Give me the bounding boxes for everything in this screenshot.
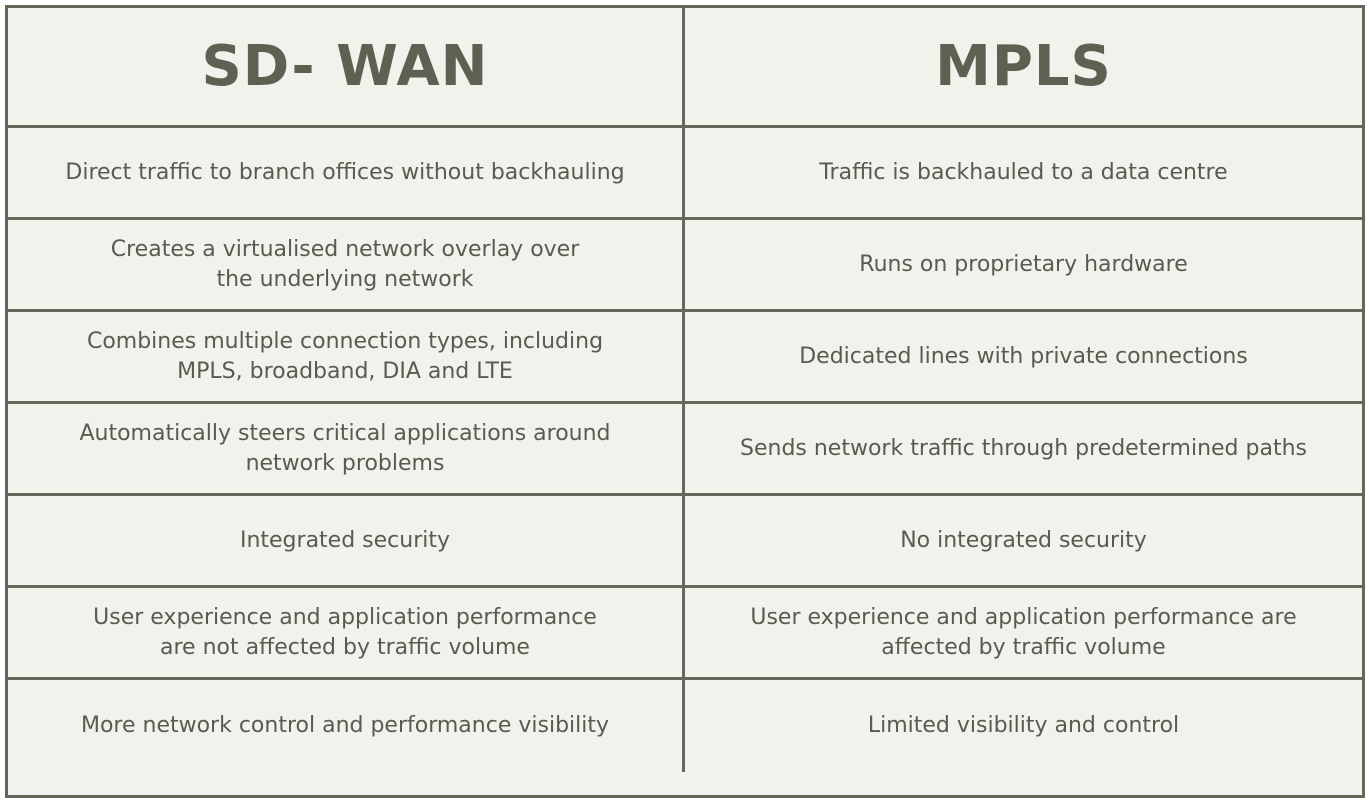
sd-wan-cell-5: Integrated security <box>8 496 685 588</box>
comparison-table: SD- WAN MPLS Direct traffic to branch of… <box>5 5 1365 798</box>
header-sd-wan: SD- WAN <box>8 8 685 128</box>
mpls-cell-1: Traffic is backhauled to a data centre <box>685 128 1362 220</box>
header-mpls: MPLS <box>685 8 1362 128</box>
sd-wan-cell-4: Automatically steers critical applicatio… <box>8 404 685 496</box>
sd-wan-cell-1: Direct traffic to branch offices without… <box>8 128 685 220</box>
mpls-cell-3: Dedicated lines with private connections <box>685 312 1362 404</box>
mpls-cell-5: No integrated security <box>685 496 1362 588</box>
mpls-cell-2: Runs on proprietary hardware <box>685 220 1362 312</box>
sd-wan-cell-6: User experience and application performa… <box>8 588 685 680</box>
sd-wan-cell-2: Creates a virtualised network overlay ov… <box>8 220 685 312</box>
comparison-grid: SD- WAN MPLS Direct traffic to branch of… <box>8 8 1362 795</box>
sd-wan-cell-7: More network control and performance vis… <box>8 680 685 772</box>
mpls-cell-6: User experience and application performa… <box>685 588 1362 680</box>
mpls-cell-7: Limited visibility and control <box>867 713 1180 738</box>
mpls-cell-4: Sends network traffic through predetermi… <box>685 404 1362 496</box>
sd-wan-cell-3: Combines multiple connection types, incl… <box>8 312 685 404</box>
